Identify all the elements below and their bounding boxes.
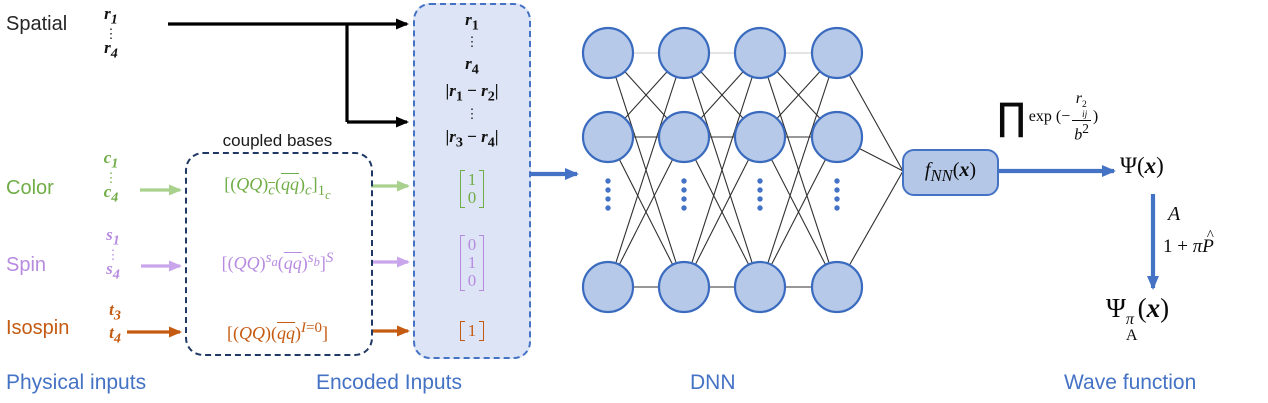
isospin-last: t4 [109,322,121,347]
encoded-r-first: r1 [465,10,479,34]
dnn-neuron [733,26,787,80]
dnn-ellipsis-dot [834,196,840,202]
spin-coupling-formula: [(QQ)sa(qq)sb]S [221,250,334,273]
neural-network [581,26,904,314]
dnn-neuron [810,26,864,80]
section-label-wave-function: Wave function [1064,371,1197,394]
envelope-open: exp (− [1028,107,1071,125]
color-dots: ⋮ [104,169,118,185]
dnn-ellipsis-dot [834,178,840,184]
encoded-pair-first: |r1 − r2| [445,81,499,105]
encoded-r-last: r4 [465,54,479,78]
dnn-ellipsis-dot [681,187,687,193]
color-label: Color [6,177,54,199]
dnn-neuron [657,110,711,164]
color-first: c1 [103,148,119,172]
spatial-label: Spatial [6,13,68,35]
isospin-vector-values: 1 [459,321,485,341]
spatial-symbols: r1 ⋮ r4 [90,4,132,62]
spatial-last: r4 [104,38,118,62]
dnn-ellipsis-dot [681,205,687,211]
fnn-output-box: fNN(x) [902,149,999,196]
antisymmetrizer-operator: A [1168,203,1181,225]
dnn-ellipsis-dot [681,178,687,184]
spatial-first: r1 [104,4,118,28]
section-label-encoded-inputs: Encoded Inputs [316,371,462,394]
section-label-physical-inputs: Physical inputs [6,371,147,394]
encoded-dots-2: ⋮ [465,106,479,121]
isospin-coupling-formula: [(QQ)(qq)I=0] [227,320,328,343]
encoded-dots-1: ⋮ [465,34,479,49]
spin-first: s1 [106,225,120,249]
dnn-ellipsis-dot [757,178,763,184]
dnn-ellipsis-dot [757,205,763,211]
psi-x: Ψ(x) [1120,153,1164,178]
isospin-symbols: t3 t4 [94,300,136,347]
dnn-neuron [810,260,864,314]
dnn-ellipsis-dot [834,187,840,193]
dnn-neuron [581,110,635,164]
section-label-dnn: DNN [690,371,736,394]
dnn-ellipsis-dot [605,187,611,193]
dnn-neuron [733,260,787,314]
color-coupling-formula: [(QQ)c(qq)c]1c [224,174,331,202]
dnn-neuron [810,110,864,164]
product-sign: ∏ [997,94,1026,139]
dnn-ellipsis-dot [757,187,763,193]
dnn-ellipsis-dot [605,205,611,211]
dnn-ellipsis-dot [681,196,687,202]
dnn-neuron [733,110,787,164]
coupled-bases-title: coupled bases [222,131,333,150]
isospin-first: t3 [109,300,121,324]
dnn-ellipsis-dot [834,205,840,211]
dnn-ellipsis-dot [757,196,763,202]
fnn-output-label: fNN(x) [924,159,977,185]
dnn-ellipsis-dot [605,196,611,202]
color-symbols: c1 ⋮ c4 [90,148,132,206]
fraction-denominator: b2 [1074,120,1089,143]
isospin-label: Isospin [6,317,70,339]
spin-last: s4 [106,259,120,283]
color-last: c4 [103,182,119,206]
spin-symbols: s1 ⋮ s4 [92,225,134,283]
dnn-neuron [657,26,711,80]
spin-dots: ⋮ [106,246,120,262]
dnn-neuron [657,260,711,314]
envelope-close: ) [1092,107,1099,125]
spatial-dots: ⋮ [104,25,118,41]
encoded-isospin-vector: 1 [415,321,529,341]
permutation-operator: 1 + πP^ [1163,227,1214,257]
spin-label: Spin [6,254,47,276]
dnn-neuron [581,26,635,80]
dnn-ellipsis-dot [605,178,611,184]
coupled-bases-box [185,152,373,356]
dnn-neuron [581,260,635,314]
encoded-pair-last: |r3 − r4| [445,127,499,151]
